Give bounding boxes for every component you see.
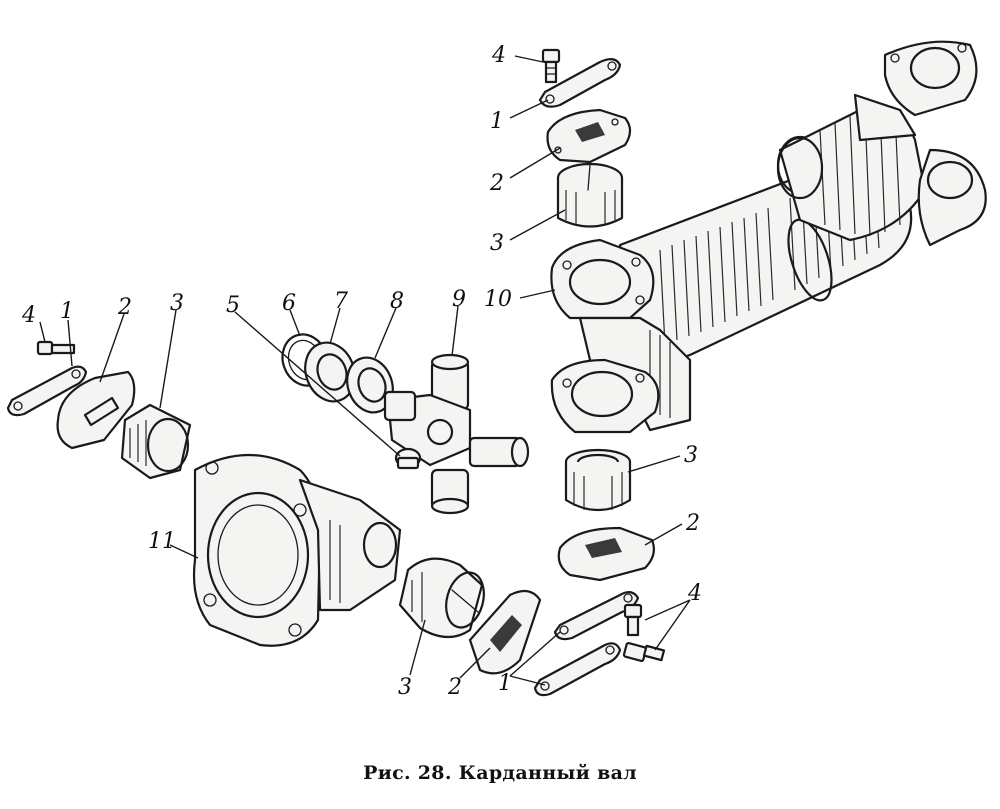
lock-plate-top (538, 58, 622, 108)
bolt-left (36, 340, 76, 356)
drawing-canvas: 4 1 2 3 10 4 1 2 3 5 6 7 8 9 3 2 4 11 3 … (6, 40, 987, 700)
callout-2-right: 2 (685, 511, 700, 536)
leader-lines (39, 55, 691, 686)
shaft-tube (618, 106, 927, 361)
callout-10: 10 (484, 287, 512, 312)
callout-numbers: 4 1 2 3 10 4 1 2 3 5 6 7 8 9 3 2 4 11 3 … (21, 43, 702, 700)
callout-6: 6 (282, 291, 296, 316)
bearing-cup-lower (398, 557, 485, 639)
callout-1-top: 1 (490, 109, 504, 134)
yoke-top-right (853, 40, 987, 247)
callout-4-bottom: 4 (687, 581, 702, 606)
seal-ring-8 (346, 356, 394, 414)
needle-bearing-right (564, 448, 632, 511)
callout-5: 5 (226, 293, 240, 318)
callout-7: 7 (334, 289, 348, 314)
cardan-flange (192, 454, 402, 647)
bolt-top (541, 48, 561, 84)
callout-4-top: 4 (491, 43, 506, 68)
callout-1-left: 1 (60, 299, 74, 324)
lock-plate-left (6, 365, 88, 417)
callout-3-right: 3 (684, 443, 698, 468)
callout-11: 11 (148, 529, 176, 554)
seal-ring-7 (304, 341, 356, 403)
figure-caption: Рис. 28. Карданный вал (363, 762, 637, 784)
callout-4-left: 4 (21, 303, 36, 328)
cover-plate-lower (468, 589, 542, 675)
callout-9: 9 (452, 287, 466, 312)
callout-2-top: 2 (489, 171, 504, 196)
bolt-bottom-upper (623, 603, 643, 637)
needle-bearing-top (556, 162, 624, 228)
callout-1-bottom: 1 (498, 671, 512, 696)
callout-2-bottom: 2 (447, 675, 462, 700)
callout-8: 8 (390, 289, 404, 314)
callout-3-bottom: 3 (398, 675, 412, 700)
bolt-bottom-lower (622, 641, 666, 663)
cover-plate-left (56, 370, 136, 450)
cover-plate-right (557, 526, 655, 582)
cover-plate-top (546, 108, 632, 164)
lock-plate-bottom-lower (533, 642, 622, 697)
grease-fitting (394, 447, 422, 470)
needle-bearing-left (120, 403, 192, 480)
flange-yoke (550, 238, 692, 434)
universal-joint-cross (383, 353, 530, 515)
callout-3-top: 3 (490, 231, 504, 256)
callout-2-left: 2 (117, 295, 132, 320)
callout-3-left: 3 (170, 291, 184, 316)
